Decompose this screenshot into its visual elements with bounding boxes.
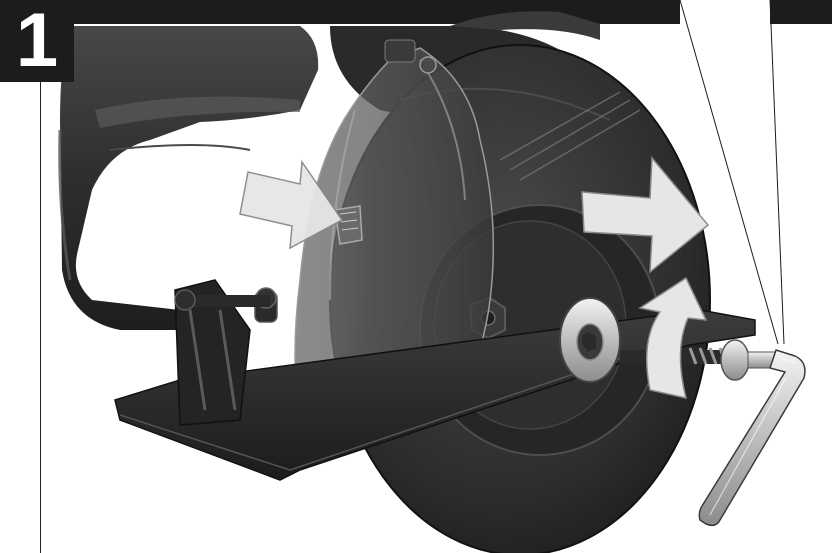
top-banner-bar xyxy=(74,0,832,24)
callout-leader-lines xyxy=(679,0,785,345)
lower-blade-guard xyxy=(294,39,495,421)
step-number-badge: 1 xyxy=(0,0,74,82)
hex-key xyxy=(698,349,806,527)
rotate-arrow xyxy=(638,276,708,399)
tension-spring xyxy=(688,347,728,365)
front-bracket xyxy=(174,279,278,426)
slide-right-arrow xyxy=(581,156,710,274)
motor-housing xyxy=(58,26,319,330)
left-margin-rule xyxy=(40,82,41,553)
guard-lever xyxy=(334,205,363,245)
guard-lever-arrow xyxy=(239,159,344,250)
